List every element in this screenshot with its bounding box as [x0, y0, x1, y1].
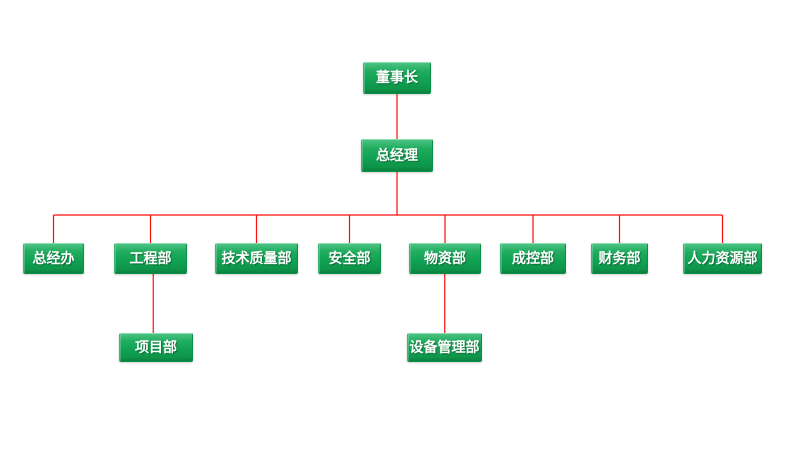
org-node-general-manager: 总经理	[361, 139, 433, 172]
org-node-general-manager-office: 总经办	[23, 243, 84, 274]
org-node-label: 工程部	[129, 250, 172, 267]
org-node-label: 总经理	[376, 147, 418, 164]
org-node-equipment-management-dept: 设备管理部	[407, 333, 482, 362]
org-node-engineering-dept: 工程部	[114, 243, 187, 274]
org-node-tech-quality-dept: 技术质量部	[215, 243, 298, 274]
org-node-label: 设备管理部	[409, 339, 480, 356]
org-node-label: 安全部	[328, 250, 371, 267]
org-node-label: 财务部	[598, 250, 641, 267]
org-node-label: 技术质量部	[221, 250, 292, 267]
org-node-label: 成控部	[512, 250, 554, 267]
org-node-label: 总经办	[32, 250, 75, 267]
org-node-label: 董事长	[376, 70, 418, 86]
org-node-hr-dept: 人力资源部	[683, 243, 762, 274]
org-node-label: 项目部	[135, 339, 177, 356]
org-node-safety-dept: 安全部	[318, 243, 381, 274]
org-node-cost-control-dept: 成控部	[500, 243, 566, 274]
org-node-label: 人力资源部	[687, 250, 758, 267]
org-node-finance-dept: 财务部	[591, 243, 648, 274]
org-node-materials-dept: 物资部	[409, 243, 481, 274]
org-node-chairman: 董事长	[363, 62, 431, 94]
org-node-project-dept: 项目部	[119, 333, 193, 362]
org-node-label: 物资部	[424, 250, 466, 267]
